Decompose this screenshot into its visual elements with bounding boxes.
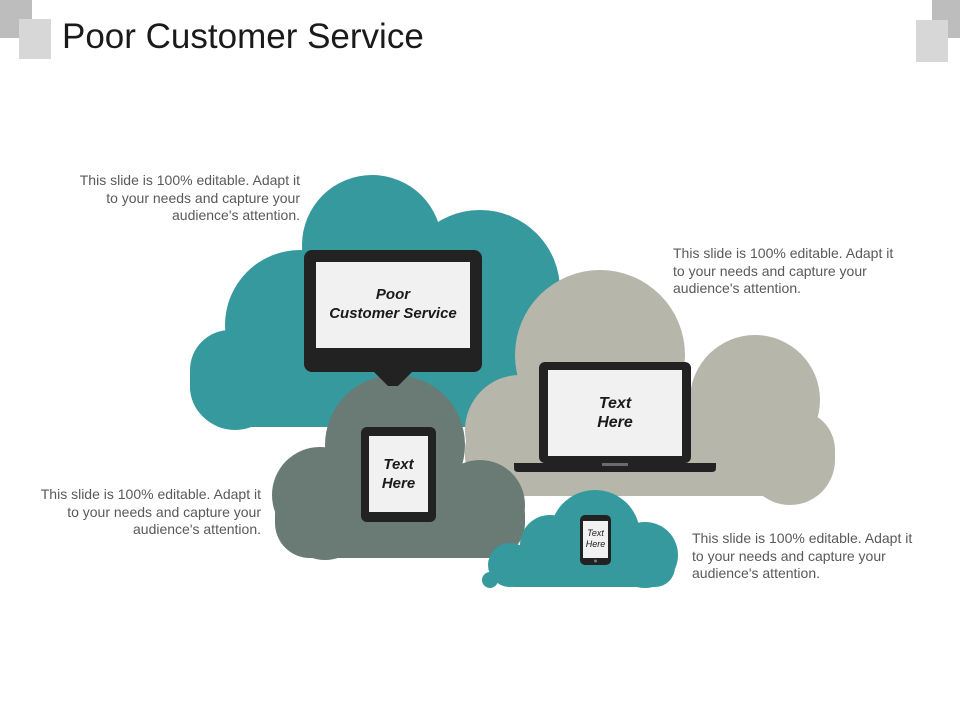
description-top-left: This slide is 100% editable. Adapt it to… xyxy=(79,172,300,223)
description-top-right: This slide is 100% editable. Adapt it to… xyxy=(673,245,894,296)
phone-screen-label: Text Here xyxy=(583,528,608,550)
corner-square-top-left-light xyxy=(19,19,51,59)
laptop-device xyxy=(514,362,716,472)
laptop-screen-label: Text Here xyxy=(548,394,682,432)
laptop-label-line-1: Text xyxy=(598,395,632,412)
phone-label-line-1: Text xyxy=(587,528,604,538)
monitor-device xyxy=(304,250,482,386)
corner-square-top-right-light xyxy=(916,20,948,62)
monitor-screen-label: Poor Customer Service xyxy=(316,285,470,323)
phone-device xyxy=(580,515,611,565)
phone-label-line-2: Here xyxy=(585,539,606,549)
description-bottom-left: This slide is 100% editable. Adapt it to… xyxy=(40,486,261,537)
laptop-label-line-2: Here xyxy=(597,414,633,431)
monitor-label-line-1: Poor xyxy=(375,286,411,303)
slide-title: Poor Customer Service xyxy=(62,17,424,56)
tablet-device xyxy=(361,427,436,522)
tablet-label-line-1: Text xyxy=(383,456,414,473)
monitor-label-line-2: Customer Service xyxy=(329,305,457,322)
tablet-label-line-2: Here xyxy=(381,475,416,492)
tablet-screen-label: Text Here xyxy=(369,455,428,493)
description-bottom-right: This slide is 100% editable. Adapt it to… xyxy=(692,530,913,581)
